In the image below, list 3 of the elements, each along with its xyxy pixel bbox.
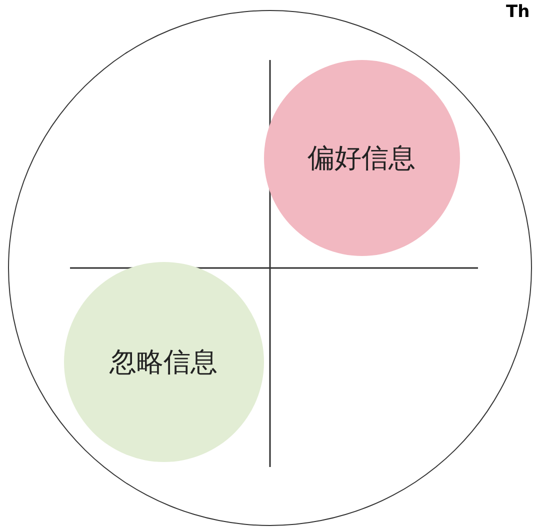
caption-text: Th — [506, 2, 530, 22]
circle-label: 偏好信息 — [308, 142, 416, 176]
circle-label: 忽略信息 — [110, 346, 218, 380]
